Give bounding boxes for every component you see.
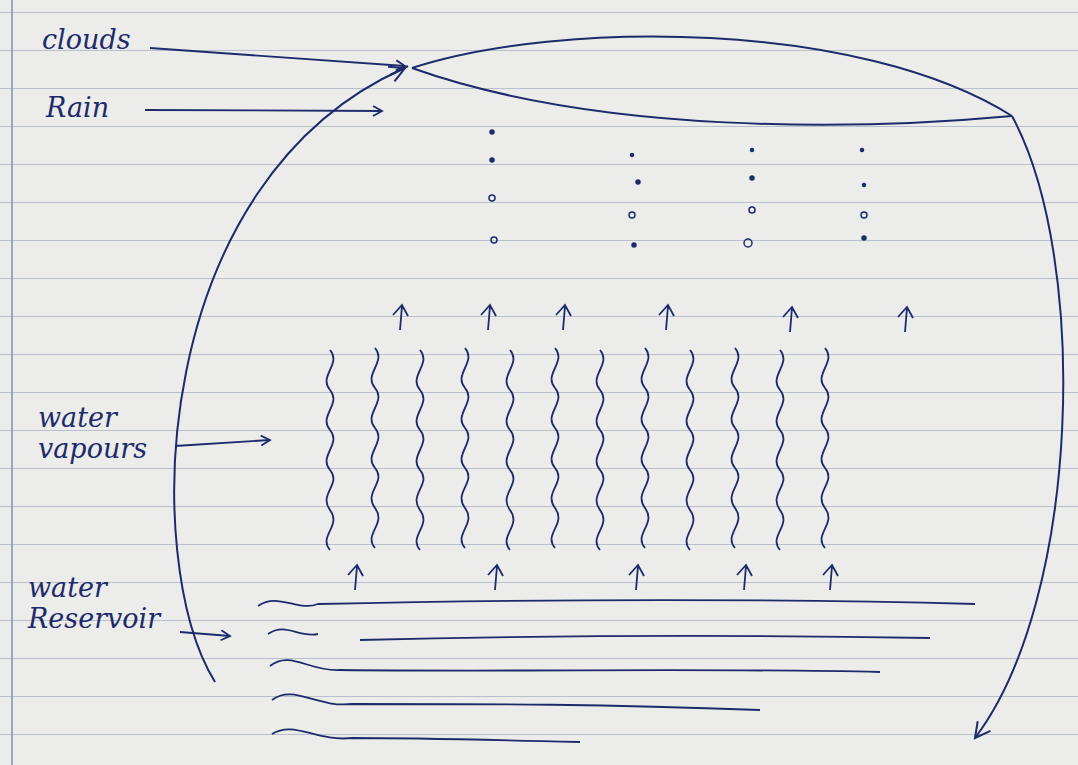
cloud-label: clouds <box>42 24 152 55</box>
rain-label: Rain <box>46 92 156 123</box>
leader-arrows <box>145 48 405 636</box>
reservoir-label: water Reservoir <box>28 572 176 634</box>
vapour-label: water vapours <box>38 402 170 464</box>
rain-drops <box>489 130 867 247</box>
cloud-shape <box>412 36 1012 124</box>
cycle-loop <box>174 66 1063 738</box>
margin-line <box>11 0 13 765</box>
upward-arrows <box>348 305 913 590</box>
vapour-waves <box>327 348 829 550</box>
water-surface <box>258 600 975 742</box>
